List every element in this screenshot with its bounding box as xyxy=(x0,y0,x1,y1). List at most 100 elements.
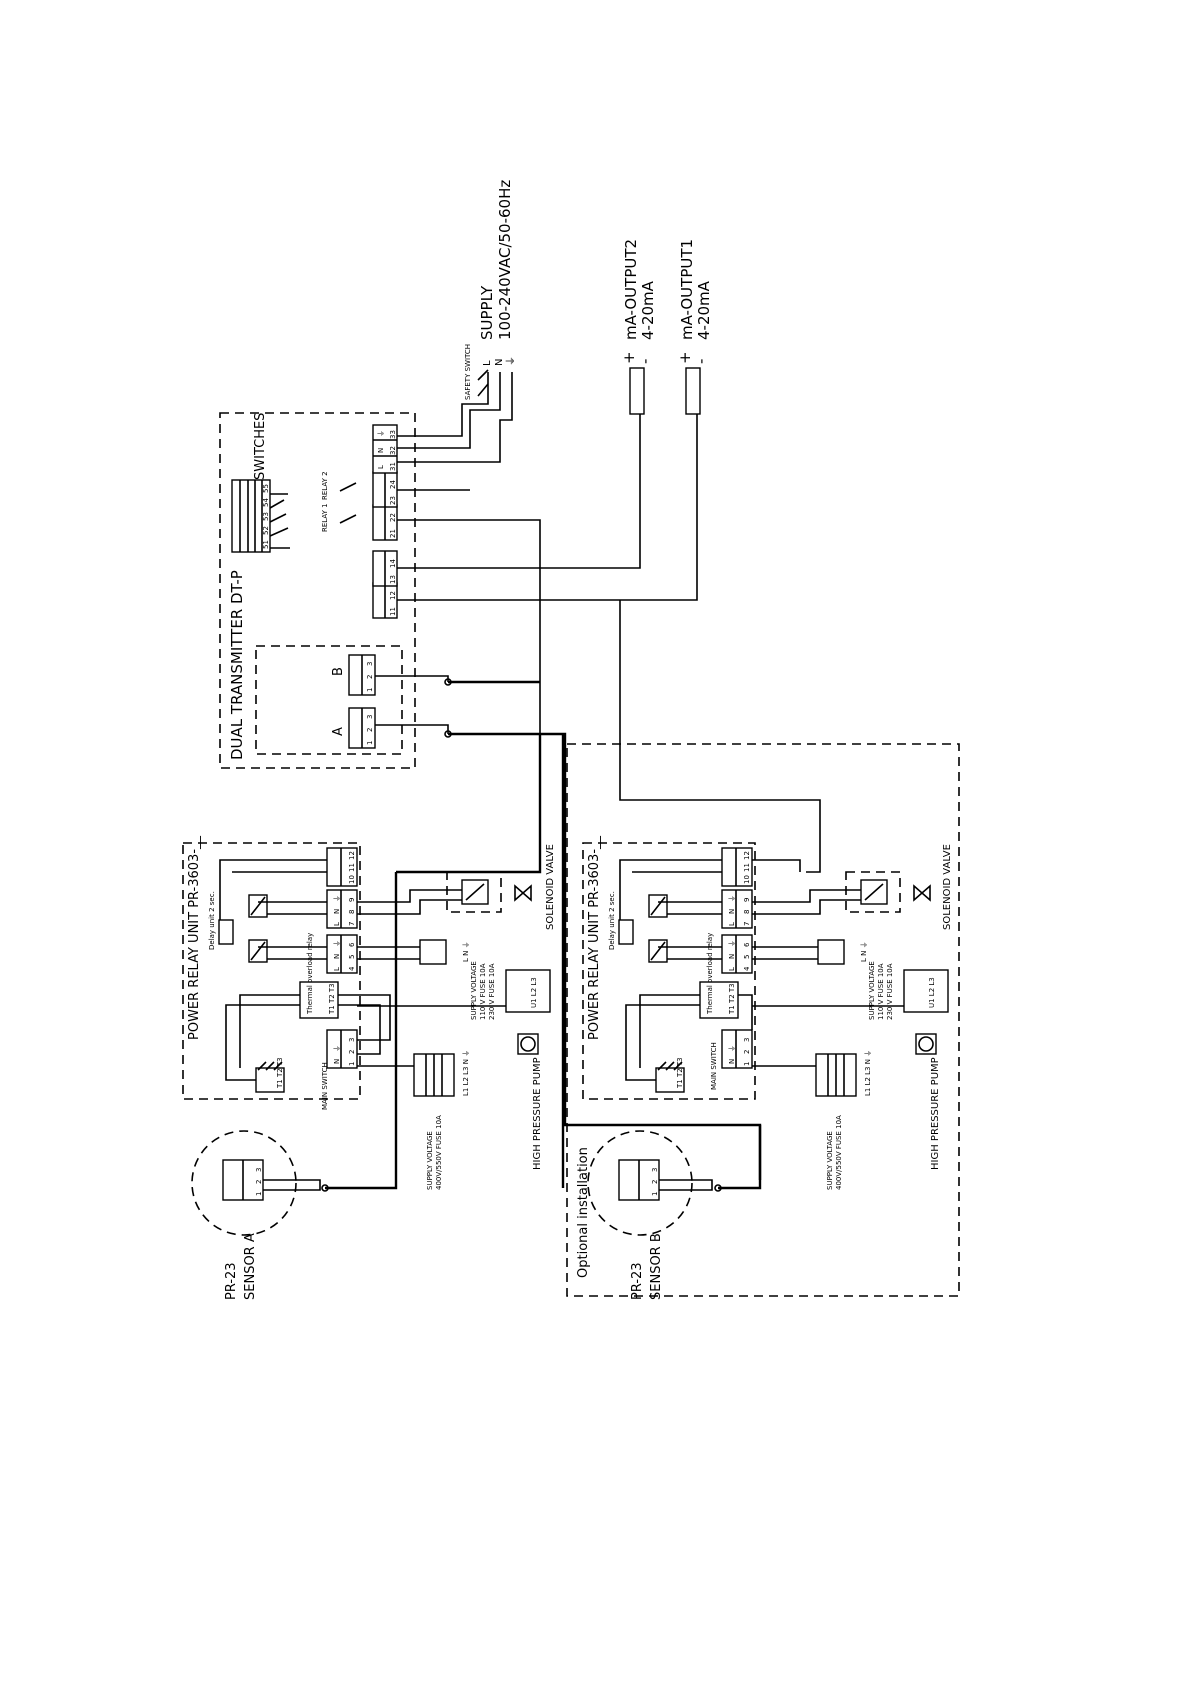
minus-sign: - xyxy=(692,359,710,364)
svg-text:SUPPLY VOLTAGE: SUPPLY VOLTAGE xyxy=(470,961,478,1020)
switch-terminal: 55 xyxy=(262,484,270,493)
output1-range: 4-20mA xyxy=(695,280,713,340)
svg-text:3: 3 xyxy=(348,1038,356,1042)
svg-text:L: L xyxy=(728,967,736,971)
svg-text:1: 1 xyxy=(255,1192,263,1196)
svg-text:4: 4 xyxy=(743,966,751,971)
svg-text:L: L xyxy=(333,967,341,971)
plus-sign: + xyxy=(620,351,638,364)
svg-text:⏚: ⏚ xyxy=(333,1045,341,1052)
svg-text:6: 6 xyxy=(743,942,751,947)
svg-text:12: 12 xyxy=(348,851,356,860)
sensor-a-name: SENSOR A xyxy=(243,1233,258,1300)
switch-terminal: 52 xyxy=(262,526,270,535)
svg-text:SUPPLY VOLTAGE: SUPPLY VOLTAGE xyxy=(426,1131,434,1190)
relay1-label: RELAY 1 xyxy=(321,503,329,532)
input-b-block: 1 2 3 xyxy=(348,654,376,696)
svg-text:9: 9 xyxy=(348,898,356,902)
delay-unit-label: Delay unit 2 sec. xyxy=(608,891,616,950)
ground-icon: ⏚ xyxy=(505,356,517,366)
main-switch-label: MAIN SWITCH xyxy=(710,1042,718,1090)
svg-text:11: 11 xyxy=(389,607,397,616)
svg-text:110 V FUSE 10A: 110 V FUSE 10A xyxy=(479,963,487,1020)
terminal-10-12: 10 11 12 xyxy=(326,847,358,887)
sensor-a-outline xyxy=(191,1130,297,1236)
terminal-21-22: 21 22 xyxy=(372,504,398,541)
svg-text:14: 14 xyxy=(389,559,397,568)
terminal-4-6: 4 5 6 L N ⏚ xyxy=(326,934,358,974)
input-a-label: A xyxy=(331,727,346,736)
safety-switch-label: SAFETY SWITCH xyxy=(464,344,472,400)
svg-text:3: 3 xyxy=(255,1168,263,1172)
relay-unit-frame xyxy=(182,842,361,1100)
switches-block: 51 52 53 54 55 xyxy=(231,479,290,553)
terminal-13-14: 13 14 xyxy=(372,550,398,587)
supply-box-small xyxy=(419,939,447,965)
svg-text:L N ⏚: L N ⏚ xyxy=(860,941,868,962)
pump-terminal-box xyxy=(903,969,949,1013)
svg-text:110 V FUSE 10A: 110 V FUSE 10A xyxy=(877,963,885,1020)
svg-text:12: 12 xyxy=(743,851,751,860)
supply-mark: N xyxy=(494,359,505,366)
svg-text:L1 L2 L3 N ⏚: L1 L2 L3 N ⏚ xyxy=(864,1050,872,1096)
sensor-b: 1 2 3 PR-23 SENSOR B xyxy=(587,1125,762,1300)
terminal-31-33: 31 32 33 L N ⏚ xyxy=(372,424,398,474)
thermal-overload-relay xyxy=(299,981,339,1019)
switch-terminal: 54 xyxy=(262,498,270,507)
valve-icon xyxy=(514,884,532,902)
relay-unit-b: POWER RELAY UNIT PR-3603-__ Delay unit 2… xyxy=(582,835,801,1100)
svg-text:⏚: ⏚ xyxy=(333,940,341,947)
svg-text:T1 T2 T3: T1 T2 T3 xyxy=(276,1057,284,1089)
output1-name: mA-OUTPUT1 xyxy=(678,239,696,340)
supply-box-small xyxy=(817,939,845,965)
svg-text:Thermal overload relay: Thermal overload relay xyxy=(306,933,314,1015)
svg-text:N: N xyxy=(728,909,736,914)
svg-text:L1 L2 L3 N ⏚: L1 L2 L3 N ⏚ xyxy=(462,1050,470,1096)
svg-text:N: N xyxy=(377,448,385,453)
pump-terminal-box xyxy=(505,969,551,1013)
pump-label: HIGH PRESSURE PUMP xyxy=(532,1057,543,1170)
svg-text:5: 5 xyxy=(743,955,751,959)
svg-text:2: 2 xyxy=(651,1180,659,1184)
sensor-b-name: SENSOR B xyxy=(649,1233,664,1300)
svg-text:11: 11 xyxy=(348,863,356,872)
svg-text:Thermal overload relay: Thermal overload relay xyxy=(706,933,714,1015)
sensor-a-model: PR-23 xyxy=(224,1262,239,1300)
svg-text:3: 3 xyxy=(366,715,374,719)
terminal-10-12: 10 11 12 xyxy=(721,847,753,887)
svg-text:7: 7 xyxy=(348,922,356,926)
svg-text:U1 L2 L3: U1 L2 L3 xyxy=(928,977,936,1008)
svg-text:1: 1 xyxy=(366,688,374,692)
svg-text:T1 T2 T3: T1 T2 T3 xyxy=(728,983,736,1015)
terminal-4-6: 4 5 6 L N ⏚ xyxy=(721,934,753,974)
svg-text:N: N xyxy=(728,1059,736,1064)
relay2-label: RELAY 2 xyxy=(321,471,329,500)
delay-unit xyxy=(218,919,234,945)
input-subframe xyxy=(255,645,403,755)
contactor xyxy=(255,1067,285,1093)
output-2: + - mA-OUTPUT2 4-20mA xyxy=(620,239,657,415)
input-b-label: B xyxy=(331,667,346,676)
svg-text:11: 11 xyxy=(743,863,751,872)
valve-icon xyxy=(913,884,931,902)
optional-installation: Optional installation POWER RELAY UNIT P… xyxy=(566,743,960,1300)
svg-text:N: N xyxy=(728,954,736,959)
relay-unit-title: POWER RELAY UNIT PR-3603-__ xyxy=(587,835,602,1040)
svg-text:L N ⏚: L N ⏚ xyxy=(462,941,470,962)
solenoid-valve-label: SOLENOID VALVE xyxy=(942,844,953,930)
svg-text:10: 10 xyxy=(348,875,356,884)
svg-text:6: 6 xyxy=(348,942,356,947)
sensor-a: 1 2 3 PR-23 SENSOR A xyxy=(191,734,565,1300)
svg-text:400V/550V FUSE 10A: 400V/550V FUSE 10A xyxy=(435,1115,443,1190)
svg-text:2: 2 xyxy=(255,1180,263,1184)
terminal-23-24: 23 24 xyxy=(372,471,398,508)
terminal-7-9: 7 8 9 L N ⏚ xyxy=(721,889,753,929)
svg-text:L: L xyxy=(728,922,736,926)
svg-text:3: 3 xyxy=(743,1038,751,1042)
svg-text:8: 8 xyxy=(348,910,356,914)
terminal-1-3: 1 2 3 N ⏚ xyxy=(721,1029,753,1069)
svg-text:N: N xyxy=(333,954,341,959)
optional-label: Optional installation xyxy=(576,1147,591,1278)
svg-text:T1 T2 T3: T1 T2 T3 xyxy=(676,1057,684,1089)
